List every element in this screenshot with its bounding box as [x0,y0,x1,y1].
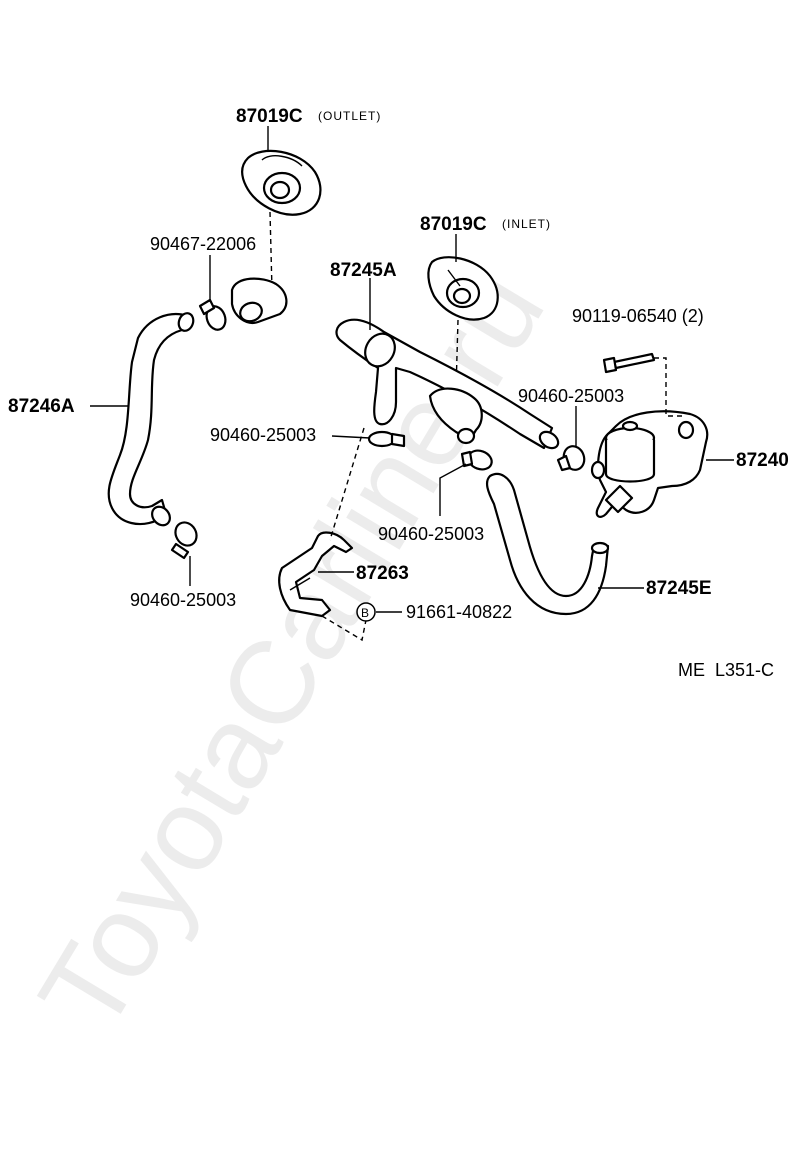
bolt-b-marker: B [356,602,376,622]
label-87245e: 87245E [646,578,712,599]
label-90467-22006: 90467-22006 [150,234,256,254]
inlet-grommet[interactable] [427,256,499,321]
bracket-87263[interactable] [278,531,354,618]
label-inlet-note: (INLET) [502,217,551,231]
outlet-guide-line [269,211,273,291]
outlet-pipe[interactable] [230,277,288,325]
leader-clamp-center-left [331,435,371,439]
hose-87245a[interactable] [335,318,562,452]
clamp-90467-upper[interactable] [198,298,229,332]
outlet-grommet[interactable] [241,149,322,216]
label-87245a: 87245A [330,260,397,281]
watermark-text: ToyotaCarline.ru [14,249,570,1053]
hose-87246a[interactable] [107,311,196,529]
label-87263: 87263 [356,563,409,584]
label-clamp-lower-left: 90460-25003 [130,590,236,610]
valve-87240[interactable] [590,410,709,518]
bracket-guide-line [329,427,365,541]
label-clamp-center: 90460-25003 [378,524,484,544]
label-90119-06540: 90119-06540 (2) [572,306,704,326]
hose-87245e[interactable] [485,472,610,616]
corner-code: ME L351-C [678,660,774,680]
leader-clamp-center [439,463,467,516]
inlet-pipe[interactable] [428,387,483,445]
label-87246a: 87246A [8,396,75,417]
bolt-guide-line [654,357,686,417]
clamp-center[interactable] [460,447,494,472]
label-clamp-right: 90460-25003 [518,386,624,406]
bolt-b-guide-line [321,615,367,642]
clamp-lower-left[interactable] [170,519,200,560]
label-clamp-center-left: 90460-25003 [210,425,316,445]
label-inlet-part: 87019C [420,214,487,235]
label-87240: 87240 [736,450,789,471]
label-outlet-part: 87019C [236,106,303,127]
label-91661-40822: 91661-40822 [406,602,512,622]
clamp-right[interactable] [556,443,588,472]
bolt-b-letter: B [361,606,370,620]
bolt-90119[interactable] [602,352,656,374]
clamp-center-left[interactable] [367,430,406,448]
label-outlet-note: (OUTLET) [318,109,381,123]
